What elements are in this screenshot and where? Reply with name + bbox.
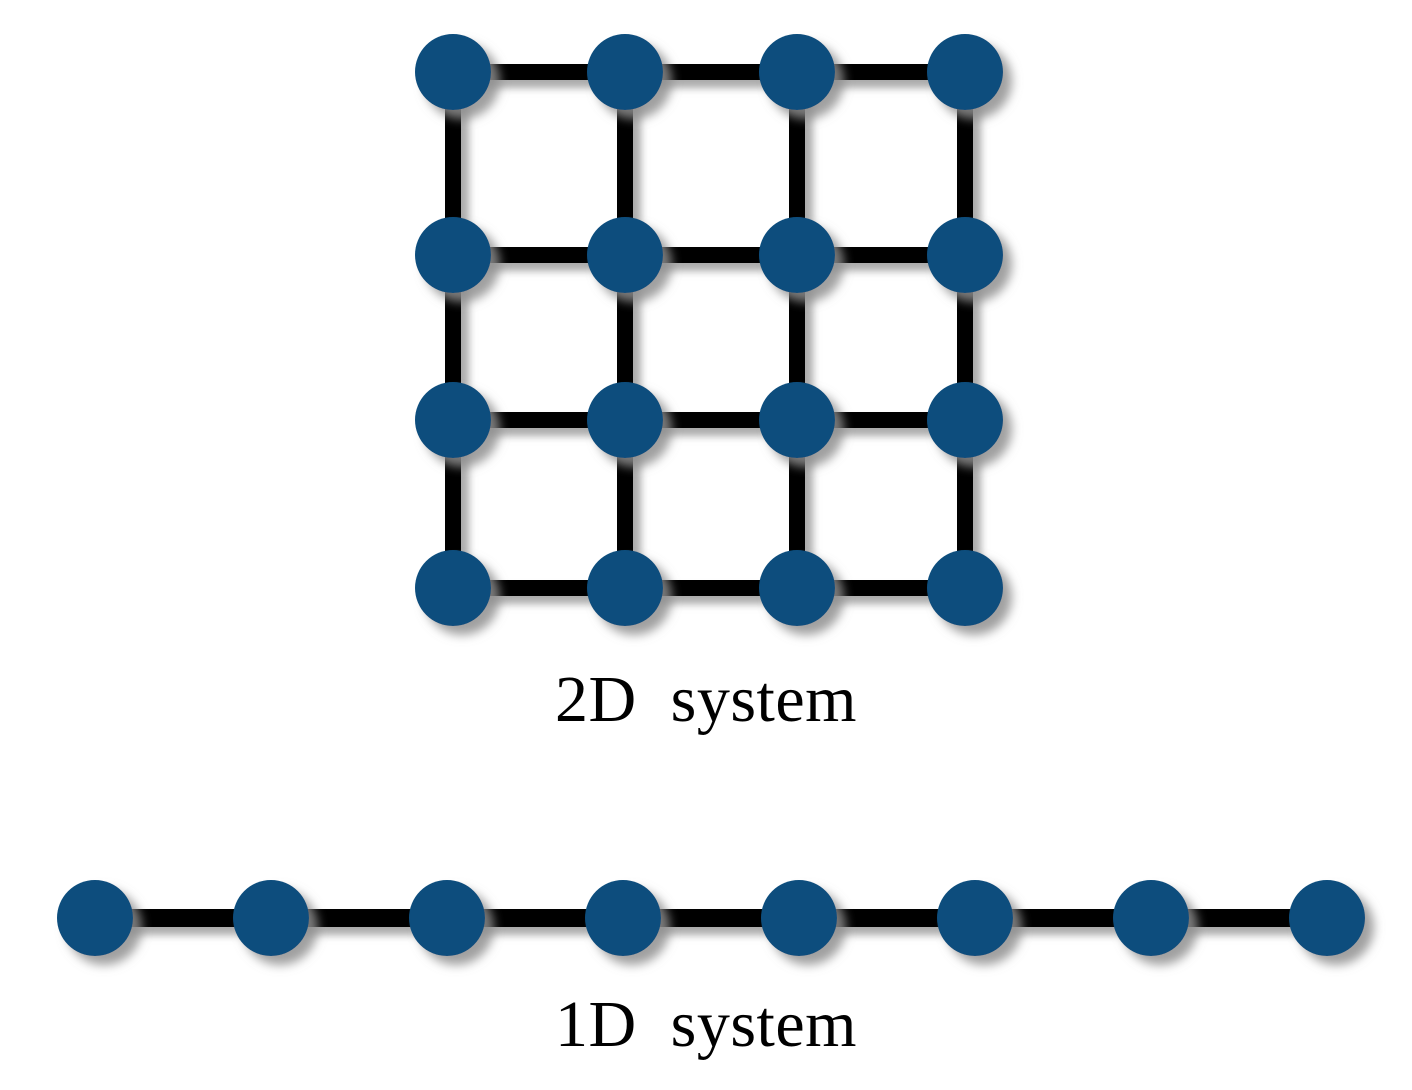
lattice-node [587,382,663,458]
lattice-node [415,217,491,293]
lattice-node [927,217,1003,293]
panel-2d-lattice [415,34,1003,626]
lattice-edge-horizontal [453,580,965,596]
panel-1d-lattice [57,880,1365,956]
chain-node [1113,880,1189,956]
lattice-node [759,217,835,293]
lattice-node [587,550,663,626]
panel-1d-nodes [57,880,1365,956]
lattice-edge-vertical [617,72,633,588]
lattice-node [587,34,663,110]
chain-node [409,880,485,956]
lattice-edge-vertical [445,72,461,588]
panel-2d-nodes [415,34,1003,626]
lattice-edge-vertical [957,72,973,588]
chain-edge [95,909,1327,927]
chain-node [761,880,837,956]
lattice-node [415,382,491,458]
lattice-node [759,550,835,626]
lattice-edge-vertical [789,72,805,588]
lattice-node [927,34,1003,110]
panel-2d-edges [445,64,973,596]
caption-1d-system: 1D system [555,988,857,1061]
lattice-edge-horizontal [453,412,965,428]
chain-node [585,880,661,956]
chain-node [937,880,1013,956]
lattice-node [759,382,835,458]
chain-node [1289,880,1365,956]
lattice-edge-horizontal [453,64,965,80]
caption-2d-system: 2D system [555,663,857,736]
lattice-node [927,382,1003,458]
panel-1d-edges [95,909,1327,927]
lattice-node [415,550,491,626]
lattice-node [415,34,491,110]
lattice-edge-horizontal [453,247,965,263]
chain-node [57,880,133,956]
lattice-node [759,34,835,110]
chain-node [233,880,309,956]
lattice-node [587,217,663,293]
lattice-node [927,550,1003,626]
